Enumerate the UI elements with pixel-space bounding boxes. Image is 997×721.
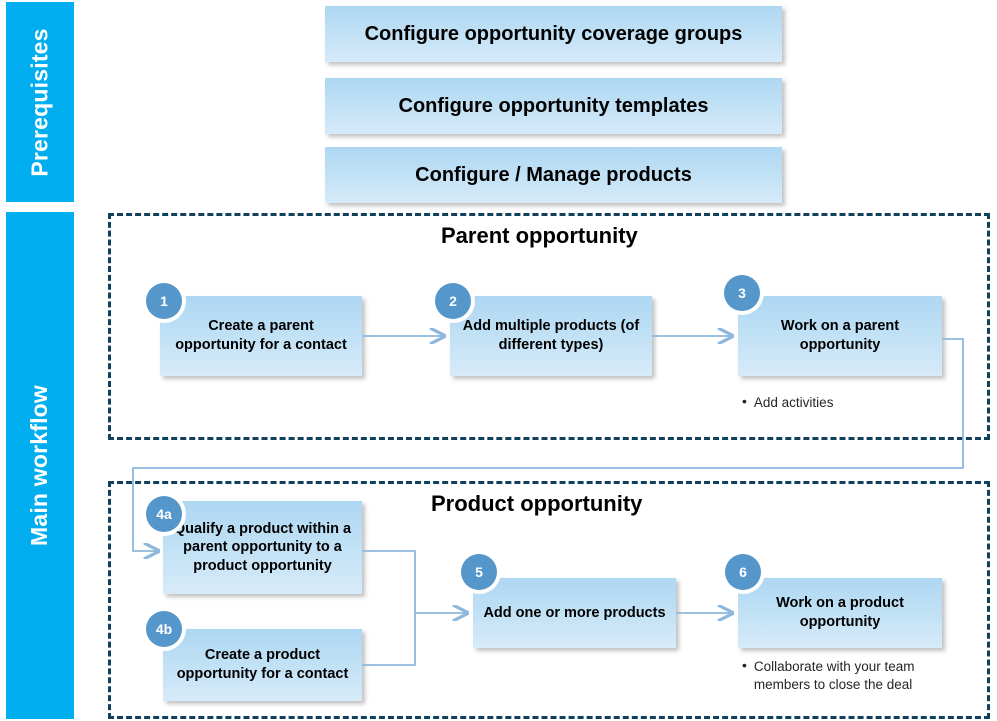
step-badge-4a: 4a — [146, 496, 182, 532]
step-box-work-on-parent-opportunity[interactable]: Work on a parent opportunity — [738, 296, 942, 376]
step-box-create-product-opportunity[interactable]: Create a product opportunity for a conta… — [163, 629, 362, 701]
step-box-label: Work on a product opportunity — [776, 595, 904, 630]
step-box-label: Create a parent opportunity for a contac… — [175, 318, 347, 353]
step-badge-2: 2 — [435, 283, 471, 319]
prerequisite-box-label: Configure / Manage products — [415, 163, 692, 186]
step-box-create-parent-opportunity[interactable]: Create a parent opportunity for a contac… — [160, 296, 362, 376]
prerequisite-box-label: Configure opportunity coverage groups — [364, 22, 743, 45]
note-collaborate: • Collaborate with your team members to … — [742, 657, 927, 694]
band-main-workflow-label: Main workflow — [26, 384, 53, 547]
band-main-workflow: Main workflow — [6, 212, 74, 719]
step-box-label: Qualify a product within a parent opport… — [173, 520, 352, 574]
prerequisite-box-templates[interactable]: Configure opportunity templates — [325, 78, 782, 134]
band-prerequisites: Prerequisites — [6, 2, 74, 202]
step-box-label: Create a product opportunity for a conta… — [176, 647, 349, 682]
note-add-activities: • Add activities — [742, 393, 942, 412]
prerequisite-box-label: Configure opportunity templates — [398, 94, 709, 117]
band-prerequisites-label: Prerequisites — [26, 27, 53, 177]
step-box-label: Add multiple products (of different type… — [462, 318, 640, 353]
step-badge-3: 3 — [724, 275, 760, 311]
step-box-qualify-product[interactable]: Qualify a product within a parent opport… — [163, 501, 362, 594]
section-title-product: Product opportunity — [431, 491, 643, 516]
prerequisite-box-products[interactable]: Configure / Manage products — [325, 147, 782, 203]
bullet-icon: • — [742, 393, 747, 409]
step-box-work-on-product-opportunity[interactable]: Work on a product opportunity — [738, 578, 942, 648]
note-text: Collaborate with your team members to cl… — [753, 659, 915, 693]
step-box-add-multiple-products[interactable]: Add multiple products (of different type… — [450, 296, 652, 376]
prerequisite-box-coverage-groups[interactable]: Configure opportunity coverage groups — [325, 6, 782, 62]
step-badge-1: 1 — [146, 283, 182, 319]
bullet-icon: • — [742, 657, 747, 673]
step-box-add-one-or-more-products[interactable]: Add one or more products — [473, 578, 676, 648]
step-badge-6: 6 — [725, 554, 761, 590]
step-badge-4b: 4b — [146, 611, 182, 647]
step-box-label: Work on a parent opportunity — [780, 318, 900, 353]
step-badge-5: 5 — [461, 554, 497, 590]
note-text: Add activities — [753, 395, 834, 410]
step-box-label: Add one or more products — [483, 604, 666, 621]
section-title-parent: Parent opportunity — [441, 223, 638, 248]
